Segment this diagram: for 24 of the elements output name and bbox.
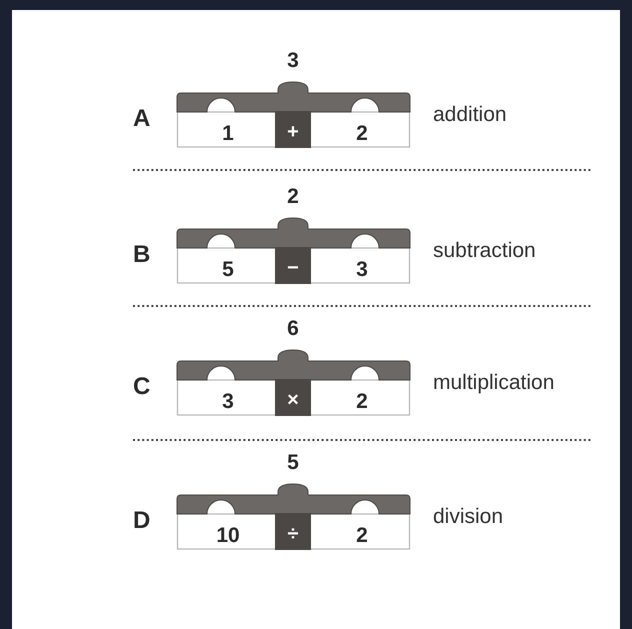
result-number: 2 xyxy=(287,186,299,207)
row-letter: B xyxy=(133,243,150,267)
result-number: 3 xyxy=(287,50,299,71)
operand-number: 2 xyxy=(356,123,368,144)
operand-number: 10 xyxy=(216,525,240,546)
row-letter: D xyxy=(133,509,150,533)
operation-name: subtraction xyxy=(433,240,536,261)
operation-name: addition xyxy=(433,104,507,125)
operand-number: 3 xyxy=(222,391,234,412)
operation-name: multiplication xyxy=(433,372,554,393)
operand-number: 2 xyxy=(356,391,368,412)
operator-sign: × xyxy=(287,390,299,410)
row-letter: C xyxy=(133,375,150,399)
row-letter: A xyxy=(133,107,150,131)
operand-number: 5 xyxy=(222,259,234,280)
result-number: 5 xyxy=(287,452,299,473)
operator-sign: ÷ xyxy=(288,524,298,544)
operator-sign: − xyxy=(287,258,299,278)
operand-number: 3 xyxy=(356,259,368,280)
operation-name: division xyxy=(433,506,504,527)
operand-number: 2 xyxy=(356,525,368,546)
result-number: 6 xyxy=(287,318,299,339)
operand-number: 1 xyxy=(222,123,234,144)
operator-sign: + xyxy=(287,122,299,142)
